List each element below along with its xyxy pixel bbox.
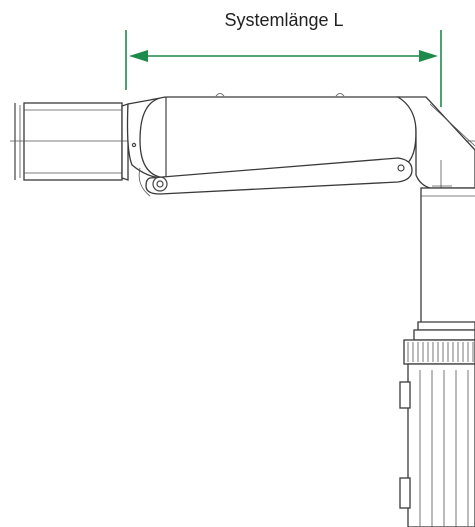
dimension-system-length: Systemlänge L: [125, 10, 442, 107]
arrow-right-icon: [419, 50, 438, 62]
dimension-label: Systemlänge L: [224, 10, 343, 30]
gas-spring-strut: [138, 157, 413, 197]
motor-unit: [399, 339, 475, 527]
arrow-left-icon: [129, 50, 148, 62]
vertical-column: [413, 187, 475, 341]
wall-flange: [14, 102, 129, 181]
motor-ribs-top: [407, 342, 474, 362]
motor-ribs-body: [419, 370, 469, 527]
